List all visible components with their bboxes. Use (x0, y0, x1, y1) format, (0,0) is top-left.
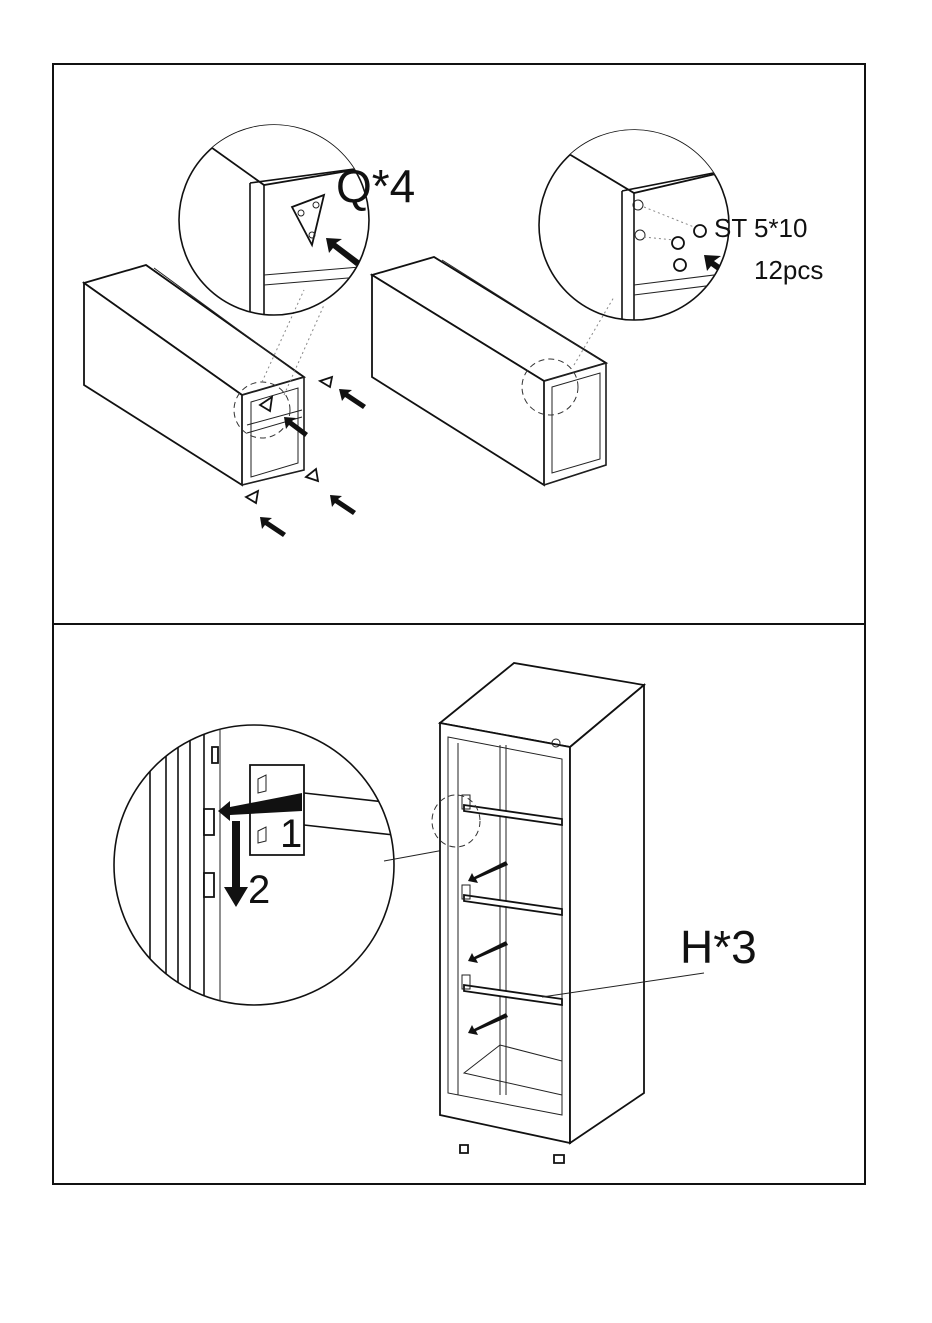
zoom-circle-brackets (179, 105, 384, 325)
left-cabinet-frame (84, 265, 304, 485)
insert-arrows (260, 389, 366, 537)
screw-spec-label: ST 5*10 (714, 213, 807, 243)
right-cabinet-frame (372, 257, 606, 485)
action-step-1: 1 (280, 812, 302, 856)
shelf-quantity-label: H*3 (680, 921, 757, 973)
step-1-illustration: Q*4 (54, 65, 864, 623)
step-panel-1: Q*4 (52, 63, 866, 625)
corner-brackets-loose (246, 377, 332, 503)
bracket-quantity-label: Q*4 (336, 160, 415, 212)
screw-qty-label: 12pcs (754, 255, 823, 285)
step-panel-2: 1 2 (52, 623, 866, 1185)
action-step-2: 2 (248, 868, 270, 912)
step-2-illustration: 1 2 (54, 625, 864, 1183)
zoom-circle-shelf-clip (114, 705, 394, 1025)
